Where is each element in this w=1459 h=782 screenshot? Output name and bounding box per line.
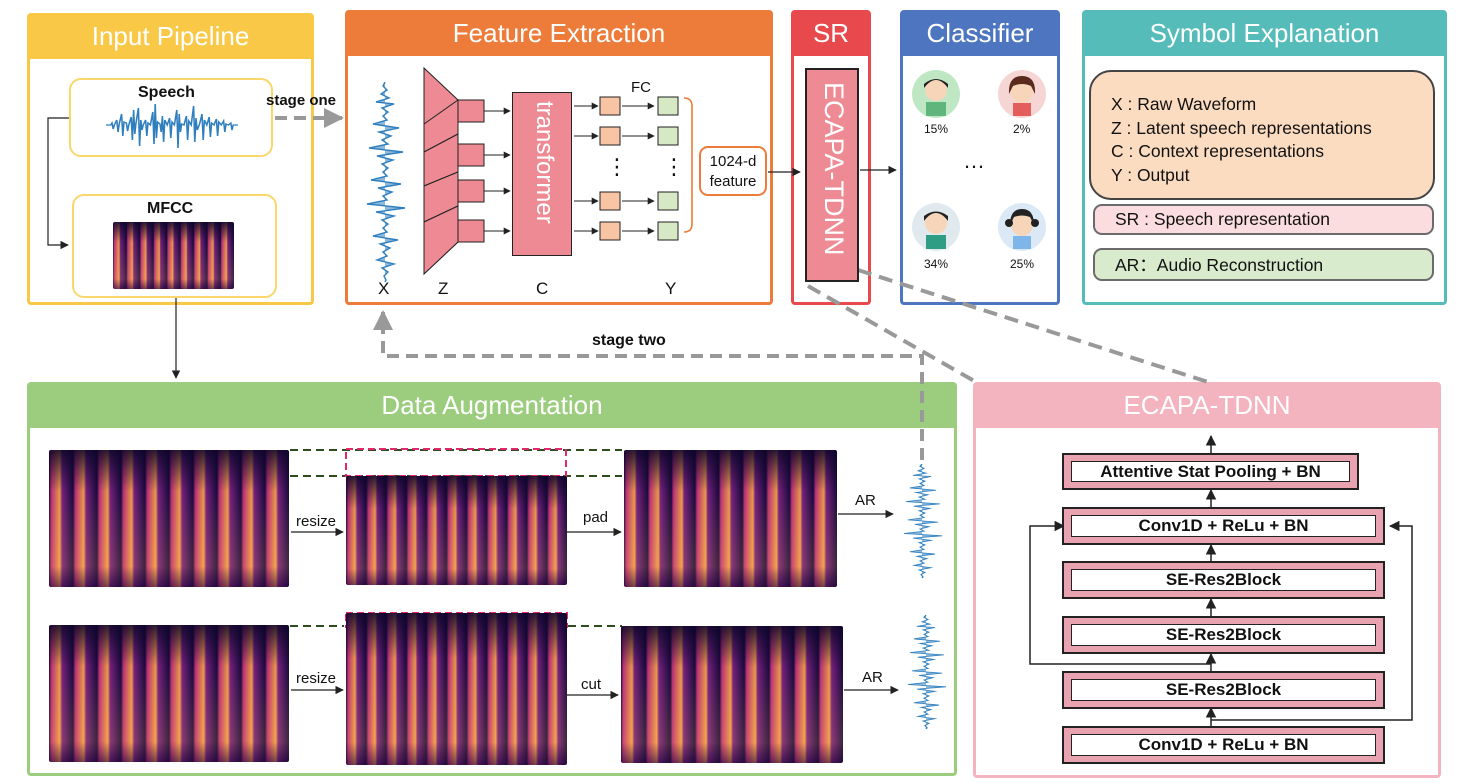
sr-ecapa-block: ECAPA-TDNN [805,68,859,282]
cnn-encoder [423,66,511,276]
resize-label-top: resize [296,513,337,530]
ecapa-tdnn-title: ECAPA-TDNN [973,382,1441,428]
fc-layer [574,96,693,241]
feature-extraction-title: Feature Extraction [345,10,773,56]
symbol-ar: AR：Audio Reconstruction [1093,248,1434,281]
speaker-avatar-3 [912,203,960,251]
mfcc-label: MFCC [147,200,194,217]
mfcc-box [72,194,277,298]
ecapa-block-res2-3-label: SE-Res2Block [1071,679,1376,701]
symbol-z: Z : Latent speech representations [1111,117,1372,138]
feature-vector-box: 1024-d feature [699,146,767,196]
resize-label-bottom: resize [296,670,337,687]
stage-one-label: stage one [266,92,337,109]
spectrogram-resized-bottom [346,613,567,765]
speech-waveform [106,103,239,149]
speaker-avatar-2 [998,70,1046,118]
spectrogram-original-bottom [49,625,289,762]
speaker-avatar-4 [998,203,1046,251]
fc-label: FC [631,79,651,96]
reconstructed-waveform-top [903,464,943,579]
input-pipeline-title: Input Pipeline [27,13,314,59]
pad-label: pad [583,509,609,526]
percent-2: 2% [1013,122,1031,136]
feature-line2: feature [709,173,757,190]
spectrogram-resized-top [346,476,567,585]
transformer-block: transformer [512,92,572,256]
dots-y: ⋮ [663,154,685,179]
axis-label-y: Y [665,279,677,298]
ecapa-block-conv-bottom-label: Conv1D + ReLu + BN [1071,734,1376,756]
data-augmentation-panel: Data Augmentation [27,382,957,776]
symbol-c: C : Context representations [1111,141,1325,161]
ecapa-block-res2-3: SE-Res2Block [1062,671,1385,709]
ar-label-top: AR [855,492,876,509]
spectrogram-original-top [49,450,289,587]
ecapa-block-res2-1-label: SE-Res2Block [1071,569,1376,591]
symbol-explanation-title: Symbol Explanation [1082,10,1447,56]
cut-label: cut [581,676,602,693]
percent-1: 15% [924,122,949,136]
percent-4: 25% [1010,257,1035,271]
symbol-x: X : Raw Waveform [1111,94,1257,114]
dots-c: ⋮ [606,154,628,179]
stage-two-label: stage two [592,332,666,349]
axis-label-c: C [536,279,549,298]
speech-label: Speech [138,84,195,101]
sr-model-label: ECAPA-TDNN [819,82,849,256]
spectrogram-cut [621,626,843,763]
input-pipeline-panel: Input Pipeline [27,13,314,305]
sr-title: SR [791,10,871,56]
spectrogram-padded [624,450,837,587]
data-augmentation-title: Data Augmentation [27,382,957,428]
percent-3: 34% [924,257,949,271]
ecapa-block-conv-bottom: Conv1D + ReLu + BN [1062,726,1385,764]
symbol-explanation-panel: Symbol Explanation [1082,10,1447,305]
classifier-panel: Classifier [900,10,1060,305]
speaker-avatar-1 [912,70,960,118]
symbol-y: Y : Output [1111,164,1190,185]
classifier-ellipsis: … [963,148,985,173]
ecapa-block-conv-top-label: Conv1D + ReLu + BN [1071,515,1376,537]
transformer-label: transformer [531,101,558,224]
symbol-sr: SR : Speech representation [1093,204,1434,235]
mfcc-spectrogram [113,222,234,289]
symbol-legend-box: X : Raw Waveform Z : Latent speech repre… [1089,70,1435,200]
ecapa-block-pooling-label: Attentive Stat Pooling + BN [1071,461,1350,482]
ecapa-tdnn-panel: ECAPA-TDNN [973,382,1441,778]
ecapa-block-pooling: Attentive Stat Pooling + BN [1062,453,1359,490]
cnn-label: CNN [407,214,424,247]
speech-box [69,78,273,157]
reconstructed-waveform-bottom [907,615,947,730]
sr-panel: SR [791,10,871,305]
feature-extraction-panel: Feature Extraction [345,10,773,305]
ecapa-block-conv-top: Conv1D + ReLu + BN [1062,507,1385,545]
classifier-title: Classifier [900,10,1060,56]
ecapa-block-res2-2-label: SE-Res2Block [1071,624,1376,646]
axis-label-z: Z [438,279,449,298]
feature-line1: 1024-d [709,153,757,170]
axis-label-x: X [378,279,390,298]
ecapa-block-res2-1: SE-Res2Block [1062,561,1385,599]
ar-label-bottom: AR [862,669,883,686]
ecapa-block-res2-2: SE-Res2Block [1062,616,1385,654]
